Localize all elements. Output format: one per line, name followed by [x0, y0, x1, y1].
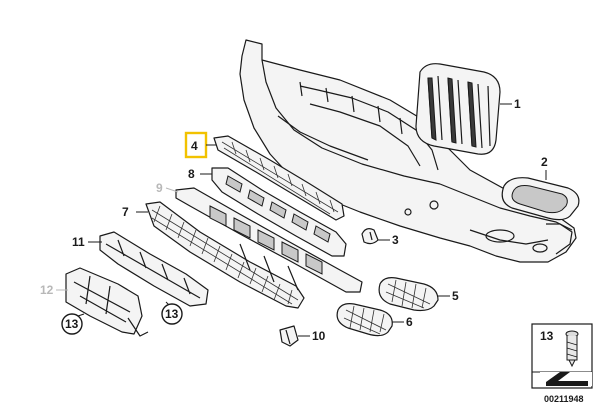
fog-light-trim[interactable] [501, 177, 580, 221]
inset-callout: 13 [540, 329, 554, 343]
callout-6: 6 [406, 315, 413, 329]
fog-grille-left[interactable] [336, 303, 393, 337]
orientation-arrow-icon [540, 372, 592, 386]
plate-holder[interactable] [65, 267, 149, 337]
inset-panel: 13 [531, 323, 593, 389]
small-clip[interactable] [279, 325, 299, 347]
callout-3: 3 [392, 233, 399, 247]
callout-11: 11 [72, 235, 85, 249]
screw-icon [565, 330, 579, 368]
diagram-number: 00211948 [544, 394, 584, 404]
callout-9: 9 [156, 181, 163, 195]
callout-2: 2 [541, 155, 548, 169]
callout-13a-circle [61, 313, 83, 335]
lower-mesh-grille[interactable] [145, 201, 305, 309]
callout-13b: 13 [165, 307, 179, 321]
kidney-grille[interactable] [415, 63, 501, 155]
callout-4[interactable]: 4 [191, 139, 198, 153]
fog-grille-right[interactable] [378, 277, 439, 312]
bumper-cover[interactable] [239, 39, 577, 263]
clip-part[interactable] [361, 228, 379, 245]
callout-7: 7 [122, 205, 129, 219]
callout-13b-circle [161, 303, 183, 325]
callout-13a: 13 [65, 317, 79, 331]
callout-12: 12 [40, 283, 54, 297]
upper-grille-strip[interactable] [213, 135, 345, 221]
callout-5: 5 [452, 289, 459, 303]
callout-10: 10 [312, 329, 326, 343]
callout-1: 1 [514, 97, 521, 111]
callout-8: 8 [188, 167, 195, 181]
license-plate-bracket[interactable] [99, 231, 209, 307]
carrier-panel[interactable] [175, 187, 363, 293]
center-bracket[interactable] [211, 167, 347, 257]
